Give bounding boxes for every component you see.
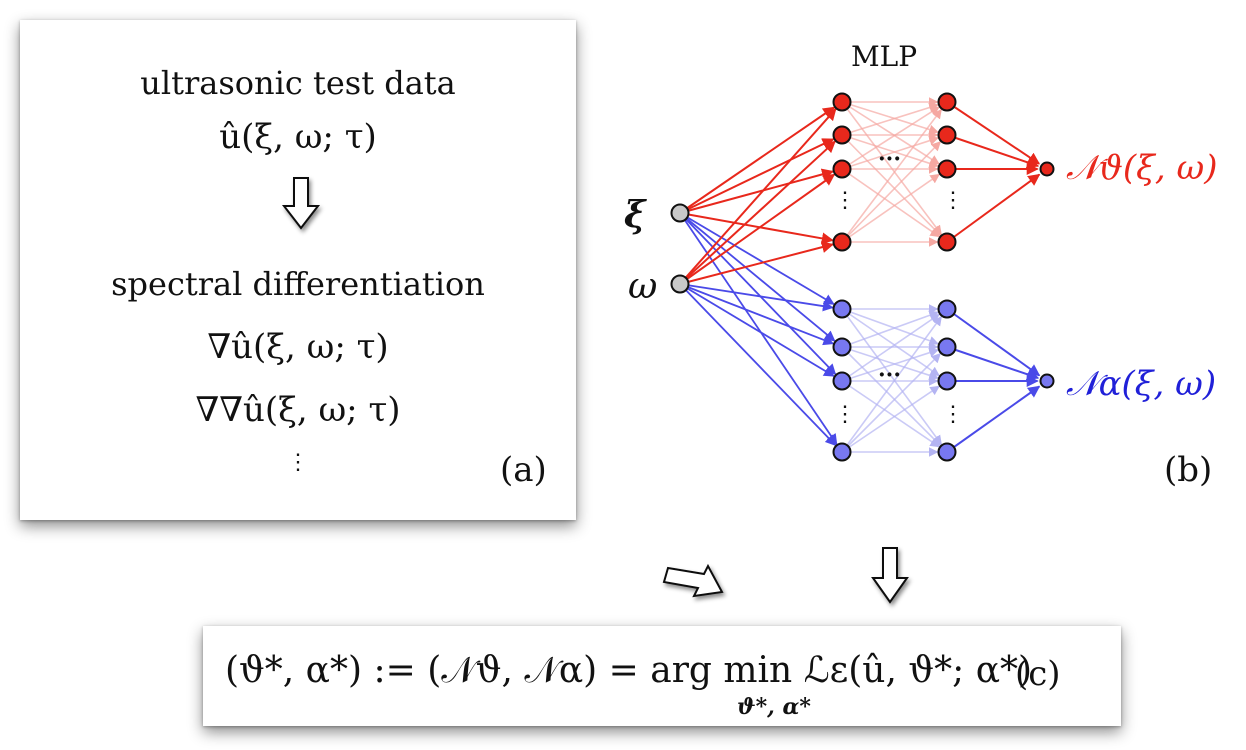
edge-input-alpha	[679, 212, 836, 342]
alpha-node-layer2	[937, 337, 957, 357]
alpha-node-layer2	[937, 442, 957, 462]
edge-input-theta	[679, 173, 836, 285]
step-label: spectral differentiation	[111, 265, 485, 303]
output-theta-label: 𝒩ϑ(ξ, ω)	[1066, 148, 1218, 188]
edge-hidden-alpha	[841, 313, 940, 382]
alpha-node-layer2	[937, 371, 957, 391]
edge-hidden-alpha	[841, 308, 940, 377]
theta-node-layer1	[832, 232, 852, 252]
theta-node-layer1	[832, 125, 852, 145]
theta-node-layer2	[937, 92, 957, 112]
edge-hidden-theta	[841, 102, 939, 136]
input-xi-label: ξ	[624, 194, 646, 236]
optimization-formula: (ϑ*, α*) := (𝒩ϑ, 𝒩α) = arg min ℒε(û, ϑ*;…	[225, 650, 1033, 691]
diagonal-arrow-icon	[662, 563, 724, 598]
panel-a: ultrasonic test data û(ξ, ω; τ) spectral…	[20, 20, 576, 520]
edge-input-alpha	[679, 212, 837, 375]
vdots-alpha-2: ⋮	[942, 402, 964, 427]
edge-output-alpha	[946, 385, 1041, 453]
panel-b-label: (b)	[1164, 450, 1213, 490]
edge-hidden-alpha	[841, 310, 939, 348]
edge-hidden-theta	[841, 101, 940, 165]
input-node-xi	[670, 203, 690, 223]
more-vdots: ⋮	[287, 450, 309, 475]
vdots-theta-1: ⋮	[834, 188, 856, 213]
theta-node-layer2	[937, 159, 957, 179]
edge-output-theta	[946, 101, 1041, 165]
edge-input-theta	[679, 140, 836, 285]
edge-hidden-theta	[841, 134, 942, 236]
edge-output-alpha	[946, 346, 1040, 381]
edge-input-alpha	[679, 283, 837, 446]
alpha-node-layer1	[832, 299, 852, 319]
data-expression: û(ξ, ω; τ)	[219, 117, 377, 157]
edge-input-alpha	[679, 212, 835, 305]
edge-hidden-theta	[841, 168, 940, 238]
edge-input-alpha	[679, 283, 835, 346]
input-omega-label: ω	[628, 266, 658, 307]
output-node-alpha	[1039, 373, 1055, 389]
alpha-hidden-ellipsis: ···	[878, 362, 901, 388]
edge-input-theta	[679, 108, 837, 285]
edge-input-theta	[679, 241, 834, 285]
edge-input-theta	[679, 138, 835, 214]
edge-hidden-theta	[841, 141, 942, 243]
edge-hidden-theta	[841, 136, 939, 170]
edge-input-alpha	[679, 283, 835, 377]
gradient-expression: ∇û(ξ, ω; τ)	[207, 327, 389, 367]
edge-hidden-theta	[841, 173, 940, 243]
panel-a-label: (a)	[500, 450, 547, 490]
edge-hidden-alpha	[841, 385, 940, 453]
output-node-theta	[1039, 161, 1055, 177]
hessian-expression: ∇∇û(ξ, ω; τ)	[195, 390, 401, 430]
down-arrow-icon	[871, 547, 909, 604]
panel-a-title: ultrasonic test data	[140, 64, 456, 102]
edge-output-alpha	[946, 308, 1041, 377]
edge-hidden-alpha	[841, 308, 943, 446]
edge-input-theta	[679, 106, 836, 214]
input-node-omega	[670, 274, 690, 294]
mlp-title: MLP	[851, 40, 918, 73]
edge-input-alpha	[679, 283, 834, 312]
edge-hidden-alpha	[841, 380, 940, 448]
panel-c: (ϑ*, α*) := (𝒩ϑ, 𝒩α) = arg min ℒε(û, ϑ*;…	[203, 626, 1121, 726]
panel-c-label: (c)	[1015, 654, 1061, 694]
edge-hidden-alpha	[841, 348, 939, 382]
edge-input-theta	[679, 168, 834, 214]
edge-hidden-alpha	[841, 346, 941, 446]
edge-hidden-alpha	[841, 353, 941, 453]
theta-node-layer2	[937, 125, 957, 145]
edge-output-theta	[946, 173, 1041, 243]
edge-hidden-alpha	[841, 315, 943, 453]
alpha-node-layer1	[832, 337, 852, 357]
vdots-alpha-1: ⋮	[834, 402, 856, 427]
argmin-subscript: ϑ*, α*	[737, 694, 811, 720]
edge-input-theta	[679, 212, 834, 245]
alpha-node-layer1	[832, 442, 852, 462]
edge-input-alpha	[679, 212, 838, 446]
down-arrow-icon	[281, 177, 321, 230]
theta-node-layer2	[937, 232, 957, 252]
edge-hidden-theta	[841, 106, 940, 170]
vdots-theta-2: ⋮	[942, 188, 964, 213]
theta-node-layer1	[832, 92, 852, 112]
alpha-node-layer2	[937, 299, 957, 319]
theta-hidden-ellipsis: ···	[878, 146, 901, 172]
theta-node-layer1	[832, 159, 852, 179]
edge-output-theta	[946, 134, 1040, 169]
output-alpha-label: 𝒩α(ξ, ω)	[1066, 364, 1217, 404]
edge-hidden-theta	[841, 108, 942, 243]
edge-hidden-alpha	[841, 308, 939, 346]
alpha-node-layer1	[832, 371, 852, 391]
edge-hidden-theta	[841, 101, 939, 135]
